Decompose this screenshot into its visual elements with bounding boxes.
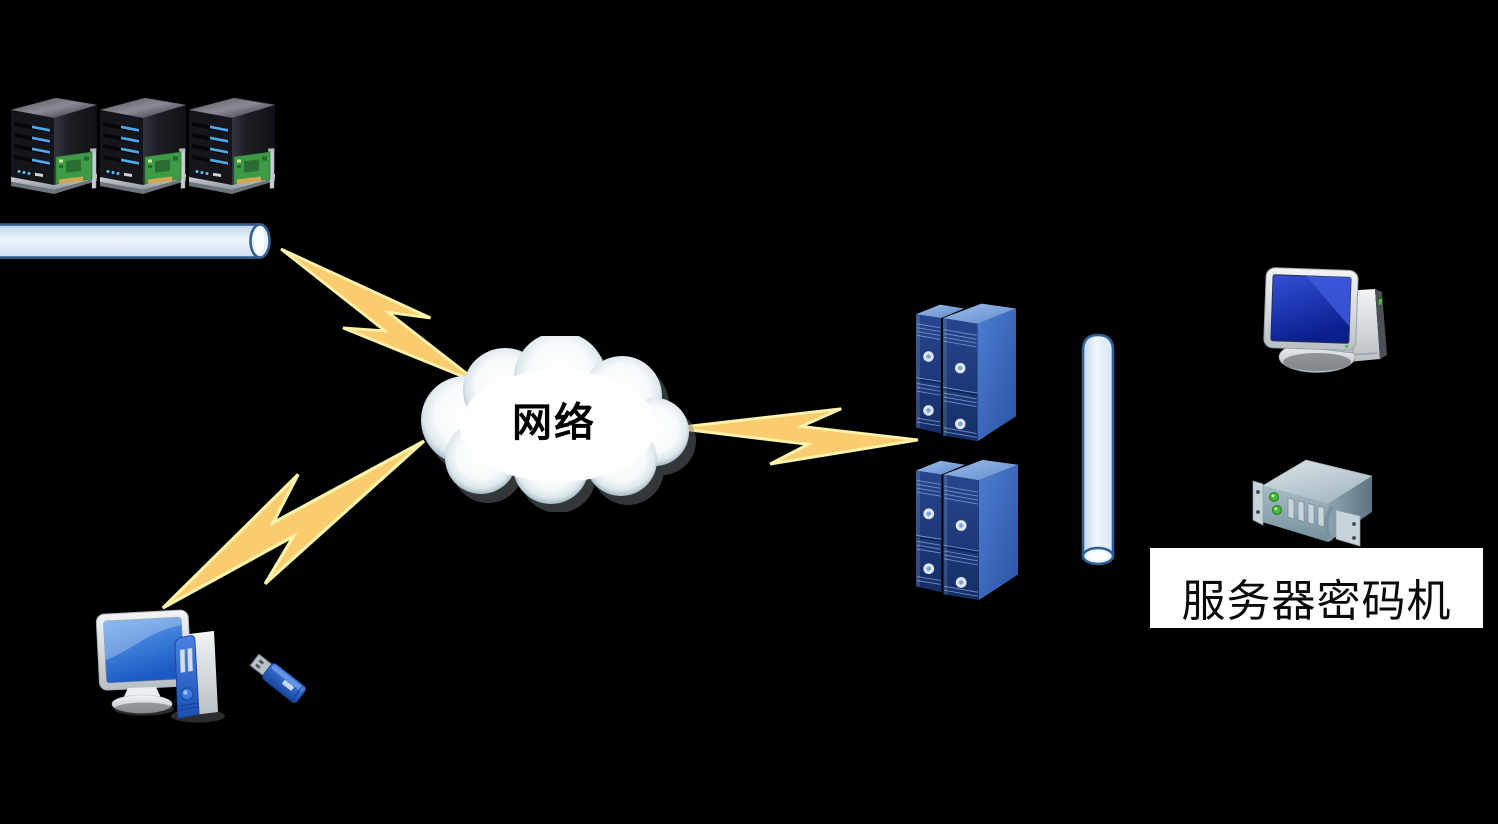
crypto-cabinet-group-top [913, 295, 1021, 447]
rack-ear-right [1335, 509, 1361, 547]
pc-tower-icon [171, 631, 225, 723]
crypto-cabinet-group-bottom [913, 451, 1023, 606]
monitor-icon [95, 609, 192, 691]
lightning-bolt-cloud-to-cabinets [673, 407, 919, 466]
tower-server-icon [184, 93, 280, 205]
rack-ear-left [1252, 480, 1264, 526]
vent-slots [1287, 497, 1325, 528]
drive-slots [179, 647, 193, 673]
app-server-cluster [6, 93, 292, 207]
network-cloud-label: 网络 [512, 400, 596, 446]
led-indicator [1269, 491, 1280, 502]
tower-server-icon [95, 93, 191, 205]
cipher-machine-label-box: 服务器密码机 [1150, 548, 1483, 628]
rack-cipher-machine-icon [1252, 459, 1373, 547]
monitor-icon [1263, 267, 1359, 351]
network-cloud [421, 336, 696, 512]
cipher-machine-label: 服务器密码机 [1181, 575, 1452, 627]
horizontal-pipe-icon [0, 223, 271, 259]
tower-server-icon [6, 93, 102, 205]
led-indicator [1272, 504, 1283, 515]
vertical-pipe-icon [1081, 333, 1115, 566]
client-computer-icon [95, 609, 225, 723]
usb-key-icon [249, 653, 307, 703]
rack-handle-right [1324, 505, 1334, 542]
lightning-bolt-cloud-to-client [161, 439, 426, 610]
management-computer-icon [1263, 267, 1387, 373]
